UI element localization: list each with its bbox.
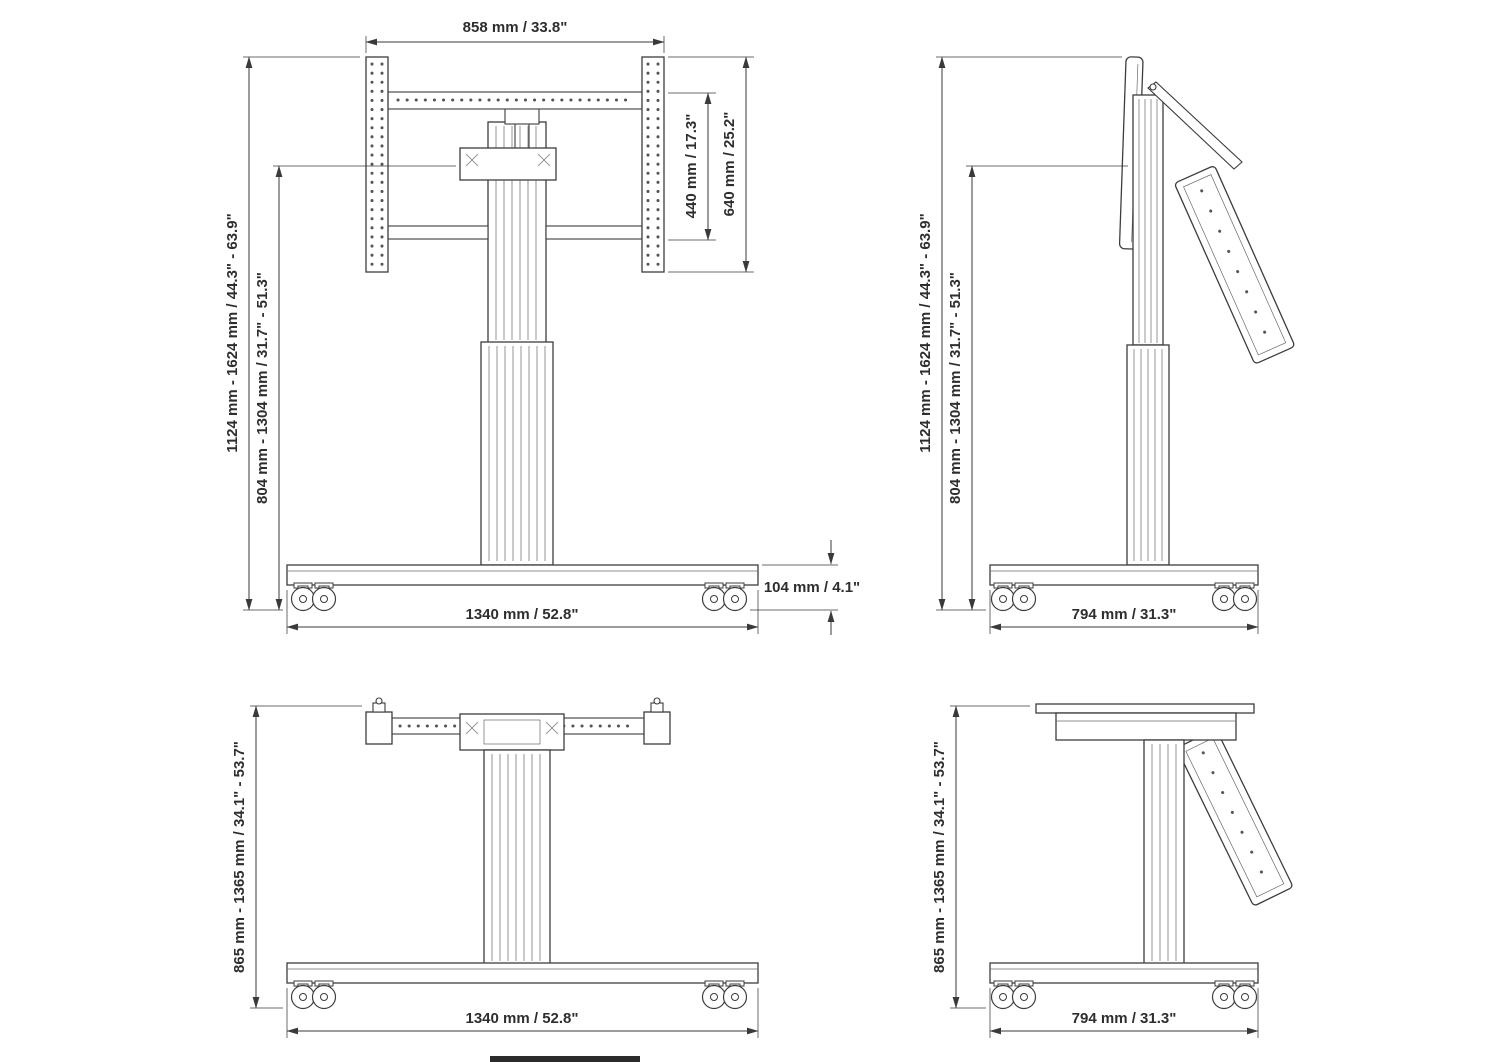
front-view-raised bbox=[286, 56, 759, 612]
dim-label-base-width: 1340 mm / 52.8" bbox=[465, 606, 578, 623]
support-arm-left bbox=[387, 225, 489, 240]
caster-wheel bbox=[701, 582, 727, 612]
front-view-lowered bbox=[286, 697, 759, 1010]
caster-wheel bbox=[1232, 582, 1258, 612]
support-arm-right bbox=[545, 225, 643, 240]
cropped-watermark bbox=[490, 1056, 640, 1062]
dim-label-outer-height-range: 1124 mm - 1624 mm / 44.3" - 63.9" bbox=[917, 213, 934, 452]
telescope-section bbox=[480, 341, 554, 566]
caster-wheel bbox=[290, 980, 316, 1010]
caster-wheel bbox=[722, 980, 748, 1010]
dim-label-top-width: 858 mm / 33.8" bbox=[463, 19, 568, 36]
vesa-bracket-left bbox=[365, 56, 389, 273]
dim-label-inner-height-range: 804 mm - 1304 mm / 31.7" - 51.3" bbox=[947, 272, 964, 504]
caster-wheel bbox=[1011, 582, 1037, 612]
side-view-lowered-dimensions: 865 mm - 1365 mm / 34.1" - 53.7" 794 mm … bbox=[931, 705, 1259, 1038]
caster-wheel bbox=[701, 980, 727, 1010]
vesa-bracket-right bbox=[641, 56, 665, 273]
front-view-raised-dimensions: 858 mm / 33.8" 440 mm / 17.3" 640 mm / 2… bbox=[224, 19, 860, 635]
caster-wheel bbox=[990, 582, 1016, 612]
caster-wheel bbox=[1211, 980, 1237, 1010]
mount-block bbox=[459, 713, 565, 751]
mount-block bbox=[459, 147, 557, 181]
side-view-lowered bbox=[989, 703, 1293, 1010]
base-plate bbox=[989, 564, 1259, 586]
caster-wheel bbox=[290, 582, 316, 612]
caster-wheel bbox=[311, 582, 337, 612]
dim-label-base-depth: 794 mm / 31.3" bbox=[1072, 1010, 1177, 1027]
display-panel-flat bbox=[1035, 703, 1255, 741]
dim-label-inner-height-range: 804 mm - 1304 mm / 31.7" - 51.3" bbox=[254, 272, 271, 504]
column-top-plate bbox=[504, 107, 540, 125]
tilt-arm bbox=[1147, 81, 1243, 170]
base-plate bbox=[989, 962, 1259, 984]
lift-column bbox=[1143, 739, 1185, 966]
lift-column bbox=[480, 121, 554, 566]
base-plate bbox=[286, 564, 759, 586]
side-view-raised bbox=[989, 56, 1295, 612]
dim-label-bracket-height: 640 mm / 25.2" bbox=[721, 112, 738, 217]
caster-wheel bbox=[1232, 980, 1258, 1010]
dim-label-base-height: 104 mm / 4.1" bbox=[764, 579, 860, 596]
top-mounting-rail bbox=[387, 91, 643, 110]
dim-label-base-width: 1340 mm / 52.8" bbox=[465, 1010, 578, 1027]
dim-label-base-depth: 794 mm / 31.3" bbox=[1072, 606, 1177, 623]
caster-wheel bbox=[311, 980, 337, 1010]
caster-wheel bbox=[1211, 582, 1237, 612]
dim-label-outer-height-range: 1124 mm - 1624 mm / 44.3" - 63.9" bbox=[224, 213, 241, 452]
caster-wheel bbox=[1011, 980, 1037, 1010]
caster-wheel bbox=[722, 582, 748, 612]
dim-label-vesa-height: 440 mm / 17.3" bbox=[683, 114, 700, 219]
side-view-raised-dimensions: 1124 mm - 1624 mm / 44.3" - 63.9" 804 mm… bbox=[917, 56, 1259, 634]
lift-column bbox=[483, 749, 551, 966]
tilted-bracket-tray bbox=[1177, 729, 1293, 906]
front-view-lowered-dimensions: 865 mm - 1365 mm / 34.1" - 53.7" 1340 mm… bbox=[231, 705, 759, 1038]
caster-wheel bbox=[990, 980, 1016, 1010]
base-plate bbox=[286, 962, 759, 984]
lift-column bbox=[1126, 94, 1170, 566]
dim-label-height-range: 865 mm - 1365 mm / 34.1" - 53.7" bbox=[231, 741, 248, 973]
tilted-bracket-tray bbox=[1174, 166, 1295, 364]
dim-label-height-range: 865 mm - 1365 mm / 34.1" - 53.7" bbox=[931, 741, 948, 973]
